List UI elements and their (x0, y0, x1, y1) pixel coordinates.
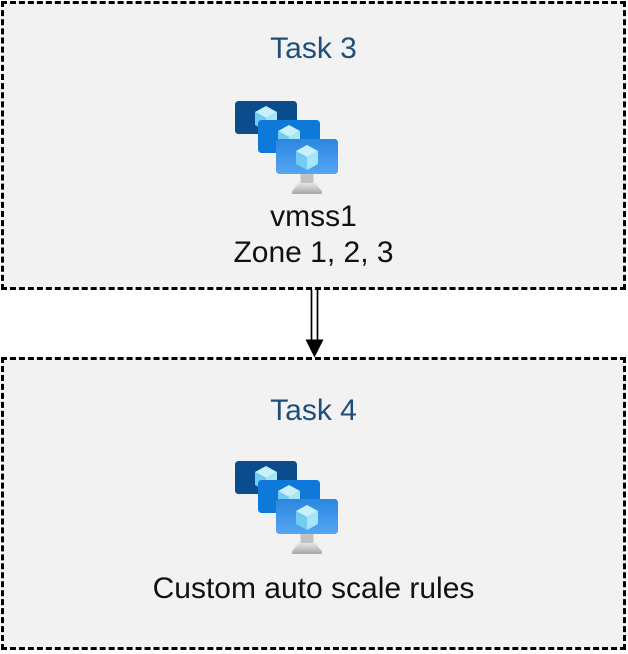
task3-labels: vmss1 Zone 1, 2, 3 (4, 199, 623, 271)
vmss-name-label: vmss1 (270, 200, 357, 233)
task4-title: Task 4 (270, 394, 357, 427)
down-arrow-connector (305, 290, 324, 358)
zones-label: Zone 1, 2, 3 (233, 236, 394, 269)
vm-scale-sets-icon (235, 461, 338, 554)
task4-box: Task 4 (1, 357, 626, 650)
task3-box: Task 3 (1, 1, 626, 290)
vm-scale-sets-icon (235, 101, 338, 194)
autoscale-rules-label: Custom auto scale rules (152, 572, 475, 605)
task4-labels: Custom auto scale rules (4, 571, 623, 607)
task3-title: Task 3 (270, 32, 357, 65)
